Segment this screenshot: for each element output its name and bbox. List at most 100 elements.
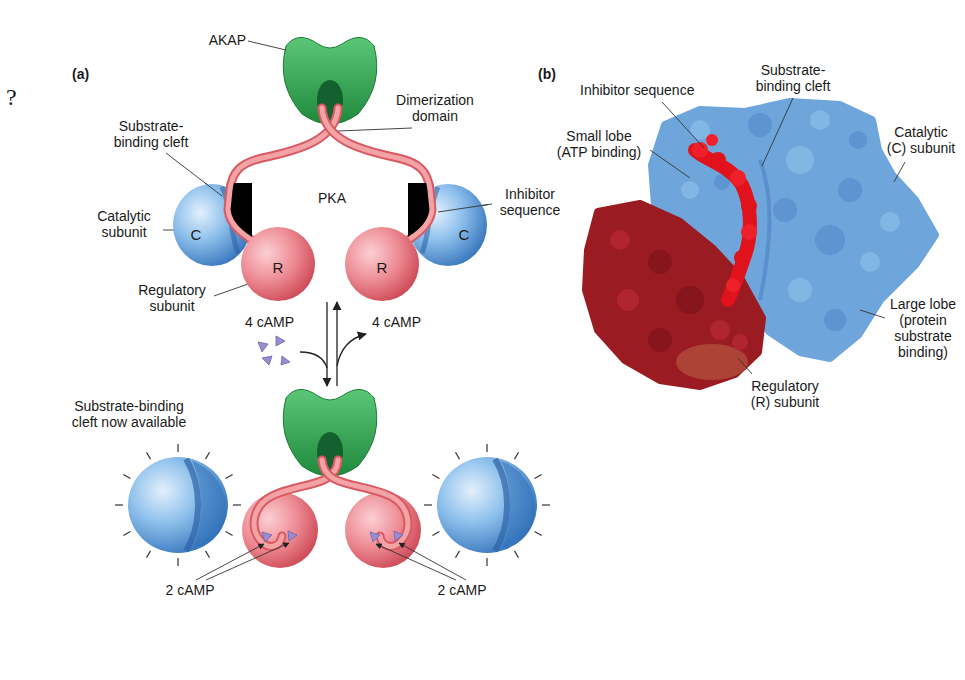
linker-tube: [408, 183, 432, 250]
regulatory-surface: [648, 250, 672, 274]
label-box: AKAP: [196, 32, 246, 48]
label-box: Substrate-binding cleft now available: [66, 398, 192, 430]
inhibitor-sequence: [692, 134, 757, 300]
regulatory-surface: [648, 328, 672, 352]
inhibitor-sequence: [741, 224, 757, 240]
panel-letter: (b): [538, 66, 568, 82]
molecule-count: 4 cAMP: [236, 314, 294, 330]
catalytic-surface: [815, 225, 845, 255]
camp-molecule: [258, 336, 290, 365]
leader-line: [860, 310, 885, 318]
equilibrium-arrow: [336, 302, 337, 386]
part-label: Substrate-binding cleft now available: [66, 398, 192, 430]
label-box: 2 cAMP: [158, 582, 222, 598]
regulatory-surface: [676, 286, 704, 314]
inhibitor-sequence: [741, 198, 757, 214]
catalytic-surface: [810, 110, 830, 130]
part-label: Regulatory subunit: [128, 282, 216, 314]
leader-line: [650, 98, 905, 374]
part-label: Dimerization domain: [392, 92, 478, 124]
camp-molecule: [288, 531, 297, 541]
label-box: Large lobe (protein substrate binding): [888, 296, 958, 360]
linker-tube: [322, 460, 408, 546]
linker-tube: [322, 460, 408, 546]
catalytic-surface: [849, 131, 867, 149]
leader-line: [172, 183, 222, 196]
leader-arrow: [196, 543, 466, 580]
free-catalytic-subunit: [115, 444, 241, 566]
linker-tube: [408, 183, 432, 250]
camp-molecule: [394, 531, 403, 541]
label-box: Regulatory subunit: [128, 282, 216, 314]
label-box: (b): [538, 66, 568, 82]
leader-line: [214, 284, 248, 296]
catalytic-subunit: C: [408, 183, 488, 267]
linker-overlay: [172, 183, 252, 250]
catalytic-surface: [773, 198, 797, 222]
molecule-count: 2 cAMP: [430, 582, 494, 598]
leader-arrow: [206, 543, 289, 580]
equilibrium-arrow: [300, 302, 366, 386]
label-box: Substrate-binding cleft: [750, 62, 836, 94]
label-box: 4 cAMP: [372, 314, 430, 330]
part-label: AKAP: [196, 32, 246, 48]
regulatory-subunit-body: [241, 227, 315, 301]
molecule-count: 4 cAMP: [372, 314, 430, 330]
inhibitor-sequence: [734, 250, 750, 266]
linker-tube: [228, 108, 432, 250]
label-box: Inhibitor sequence: [490, 186, 570, 218]
part-label: Regulatory (R) subunit: [745, 378, 825, 410]
label-box: Inhibitor sequence: [580, 82, 710, 98]
catalytic-surface: [748, 113, 772, 137]
label-box: (a): [72, 66, 102, 82]
equilibrium-arrow: [337, 334, 366, 366]
question-mark: ?: [6, 84, 28, 112]
inhibitor-sequence: [726, 278, 740, 292]
part-label: Catalytic subunit: [86, 208, 162, 240]
akap-protein: [283, 37, 377, 124]
akap-protein: [283, 389, 377, 476]
linker-overlay: [408, 183, 488, 250]
catalytic-subunit-shape: [172, 183, 252, 267]
inhibitor-sequence: [695, 150, 750, 300]
panel-letter: (a): [72, 66, 102, 82]
equilibrium-arrow: [326, 302, 327, 386]
leader-arrow: [376, 544, 456, 580]
subunit-letter: R: [377, 259, 388, 276]
regulatory-surface: [617, 289, 639, 311]
inhibitor-sequence: [710, 152, 726, 168]
inhibitor-sequence: [692, 142, 708, 158]
subunit-letter: C: [459, 226, 470, 243]
inhibitor-sequence: [706, 134, 718, 146]
camp-molecule: [281, 356, 290, 365]
label-box: Regulatory (R) subunit: [745, 378, 825, 410]
camp-molecule: [370, 532, 380, 542]
catalytic-surface: [824, 309, 846, 331]
leader-line: [762, 98, 793, 166]
inhibitor-sequence: [730, 170, 746, 186]
leader-arrow: [196, 544, 264, 580]
part-label: Inhibitor sequence: [580, 82, 710, 98]
leader-line: [662, 102, 704, 148]
catalytic-surface: [838, 178, 862, 202]
regulatory-surface: [732, 334, 748, 350]
part-label: Small lobe (ATP binding): [553, 128, 645, 160]
linker-tube: [254, 460, 408, 546]
label-box: Dimerization domain: [392, 92, 478, 124]
leader-line: [163, 41, 492, 296]
part-label: Substrate-binding cleft: [750, 62, 836, 94]
label-box: Catalytic subunit: [86, 208, 162, 240]
catalytic-subunit: C: [172, 183, 252, 267]
equilibrium-arrow: [300, 352, 327, 368]
catalytic-surface: [860, 252, 880, 272]
regulatory-subunit-body: [345, 227, 419, 301]
part-label: Substrate-binding cleft: [108, 118, 194, 150]
label-box: 4 cAMP: [236, 314, 294, 330]
subunit-letter: R: [273, 259, 284, 276]
catalytic-subunit-shape: [408, 183, 488, 267]
regulatory-surface: [610, 230, 630, 250]
linker-tube: [228, 183, 252, 250]
camp-molecule: [262, 532, 272, 542]
